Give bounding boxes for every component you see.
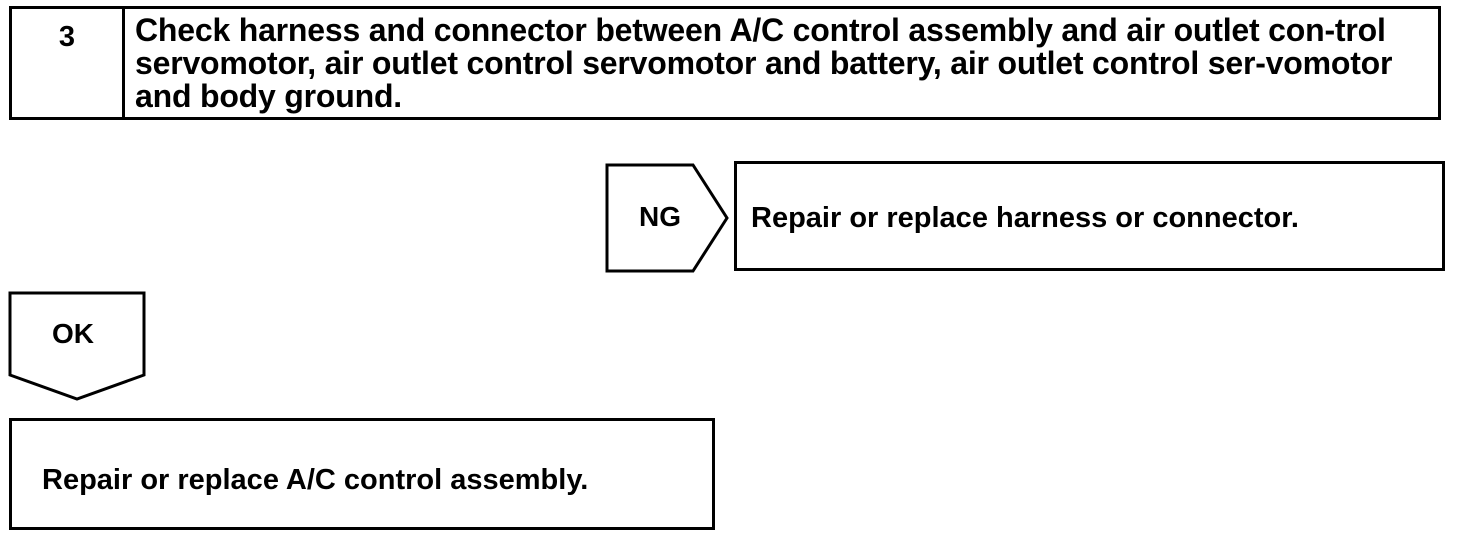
down-arrow-icon bbox=[8, 291, 146, 401]
ok-label: OK bbox=[52, 318, 94, 349]
step-header: 3 Check harness and connector between A/… bbox=[9, 6, 1441, 120]
ok-result-box: Repair or replace A/C control assembly. bbox=[9, 418, 715, 530]
right-arrow-icon bbox=[605, 163, 729, 273]
ng-branch-badge: NG bbox=[605, 163, 730, 273]
step-title: Check harness and connector between A/C … bbox=[135, 12, 1393, 114]
ok-branch-badge: OK bbox=[8, 291, 148, 403]
step-number: 3 bbox=[12, 9, 125, 117]
ng-result-box: Repair or replace harness or connector. bbox=[734, 161, 1445, 271]
ng-label: NG bbox=[639, 201, 681, 232]
